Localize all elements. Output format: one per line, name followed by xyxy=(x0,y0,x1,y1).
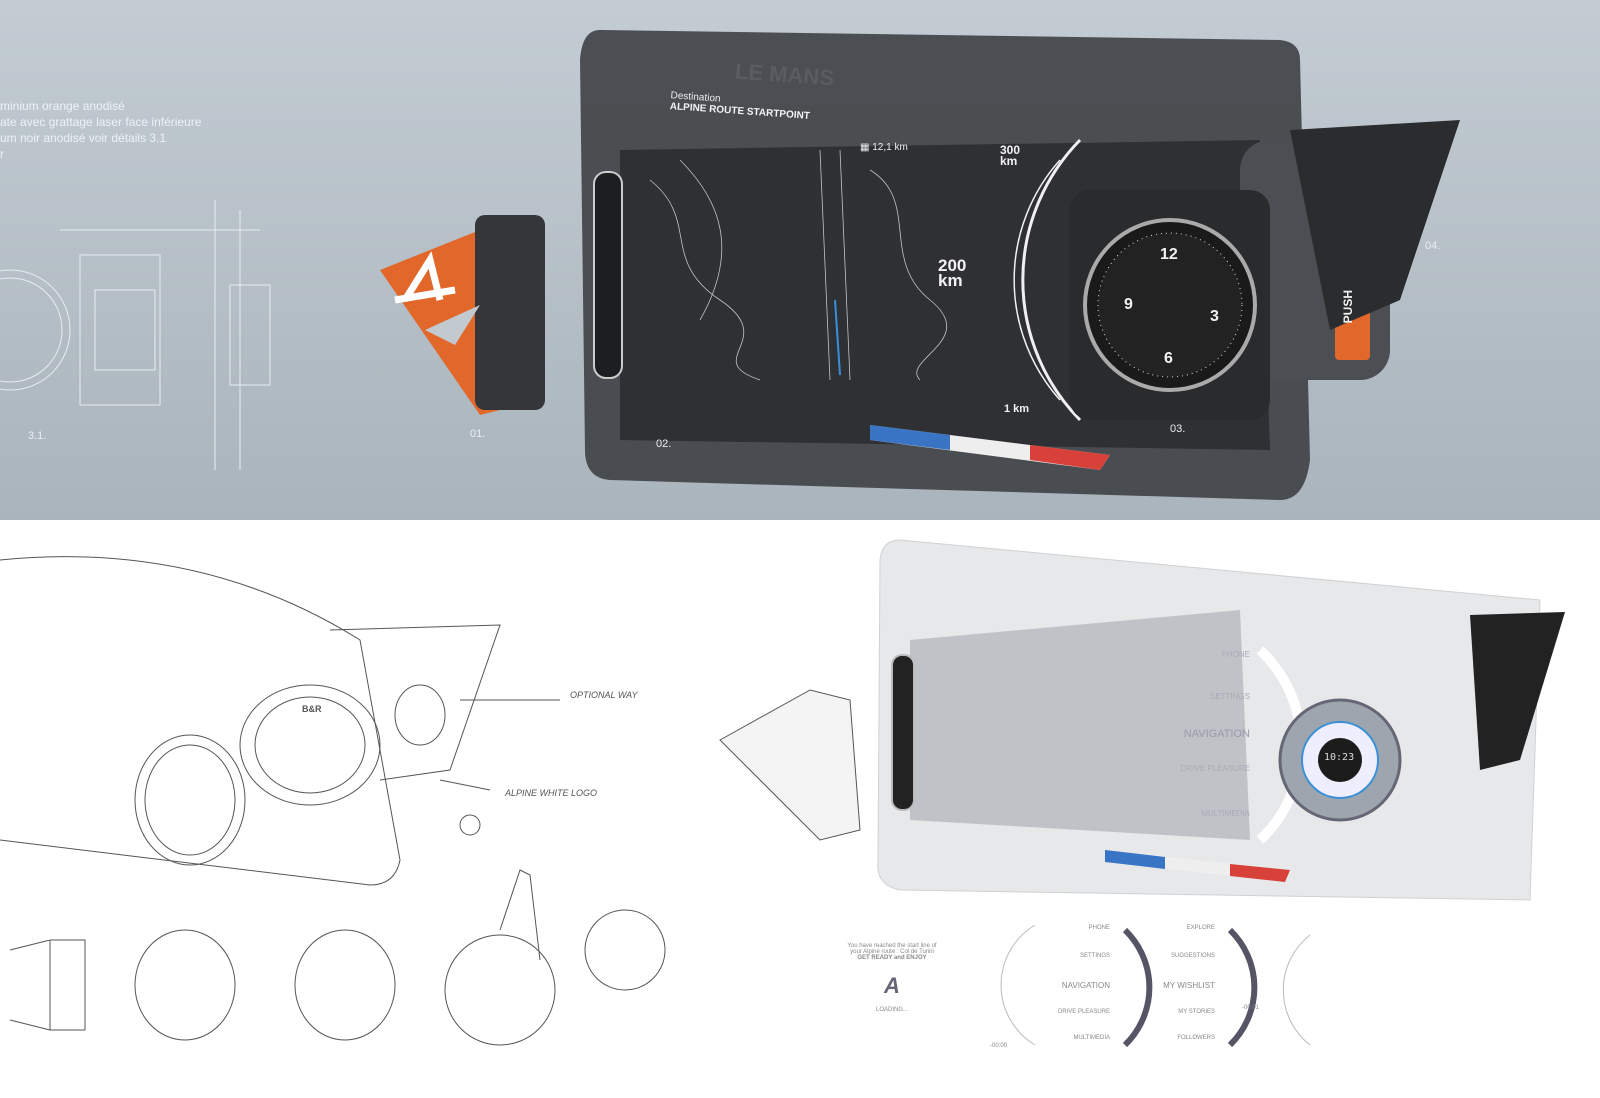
technical-drawing xyxy=(0,200,271,470)
mini-hud-arcs xyxy=(1000,924,1311,1048)
mini-time-a: -00:00 xyxy=(990,1043,1008,1049)
mini-menu-item: FOLLOWERS xyxy=(1177,1035,1215,1041)
scale-top: 300 km xyxy=(1000,143,1021,168)
label-03: 03. xyxy=(1170,423,1186,435)
mini-time-b: -00:01 xyxy=(1242,1005,1260,1011)
mini-menu-item: MULTIMEDIA xyxy=(1073,1035,1110,1041)
clock-9: 9 xyxy=(1124,296,1133,313)
mini-menu-item: PHONE xyxy=(1088,925,1110,931)
render-menu-item[interactable]: PHONE xyxy=(1221,650,1250,659)
render-menu: PHONE SETTINGS NAVIGATION DRIVE PLEASURE… xyxy=(1170,650,1250,818)
dashboard-screen xyxy=(580,30,1460,500)
mini-menu-item: SUGGESTIONS xyxy=(1170,953,1215,959)
mini-menu-item: NAVIGATION xyxy=(1061,981,1110,990)
mini-menu-a: PHONE SETTINGS NAVIGATION DRIVE PLEASURE… xyxy=(1040,925,1110,1041)
mini-menu-item: MY WISHLIST xyxy=(1163,981,1215,990)
note-line: um noir anodisé voir détails 3.1 xyxy=(0,131,167,145)
scale-bottom: 1 km xyxy=(1004,403,1030,415)
pencil-sketches xyxy=(0,556,666,1046)
mini-menu-item: EXPLORE xyxy=(1186,925,1215,931)
orange-controller xyxy=(380,215,545,415)
mini-menu-item: DRIVE PLEASURE xyxy=(1057,1009,1110,1015)
mini-menu-item: MY STORIES xyxy=(1178,1009,1215,1015)
label-3-1: 3.1. xyxy=(28,430,47,442)
mini-menu-item: SETTINGS xyxy=(1079,953,1110,959)
render-menu-item[interactable]: DRIVE PLEASURE xyxy=(1180,764,1250,773)
label-02: 02. xyxy=(656,438,672,450)
white-render xyxy=(719,539,1565,901)
alpine-logo-icon: A xyxy=(884,973,900,998)
sketch-note-optional: OPTIONAL WAY xyxy=(570,690,638,700)
clock-3: 3 xyxy=(1210,308,1219,325)
material-notes: minium orange anodisé ate avec grattage … xyxy=(0,98,201,162)
render-menu-item[interactable]: MULTIMEDIA xyxy=(1201,809,1250,818)
sketch-brand: B&R xyxy=(302,704,322,714)
scale-mid: 200 km xyxy=(938,256,967,290)
label-01: 01. xyxy=(470,428,486,440)
loading-text: LOADING... xyxy=(875,1007,908,1013)
render-clock: 10:23 xyxy=(1324,752,1355,763)
note-line: minium orange anodisé xyxy=(0,99,125,113)
label-04: 04. xyxy=(1425,240,1441,252)
push-button[interactable]: PUSH xyxy=(1341,290,1355,324)
render-menu-item[interactable]: SETTINGS xyxy=(1209,692,1250,701)
clock-12: 12 xyxy=(1160,246,1178,263)
distance-value: 12,1 km xyxy=(872,142,908,153)
render-menu-item-active[interactable]: NAVIGATION xyxy=(1183,728,1250,740)
note-line: ate avec grattage laser face inférieure xyxy=(0,115,202,129)
mini-menu-b: EXPLORE SUGGESTIONS MY WISHLIST MY STORI… xyxy=(1140,925,1215,1041)
get-ready: GET READY and ENJOY xyxy=(857,955,927,961)
distance-readout: ▦ 12,1 km xyxy=(860,142,908,153)
sketch-note-logo: ALPINE WHITE LOGO xyxy=(505,788,598,798)
note-line: r xyxy=(0,147,4,161)
start-message: You have reached the start line of your … xyxy=(847,943,937,955)
start-message-screen: You have reached the start line of your … xyxy=(842,943,942,1013)
clock-6: 6 xyxy=(1164,350,1173,367)
